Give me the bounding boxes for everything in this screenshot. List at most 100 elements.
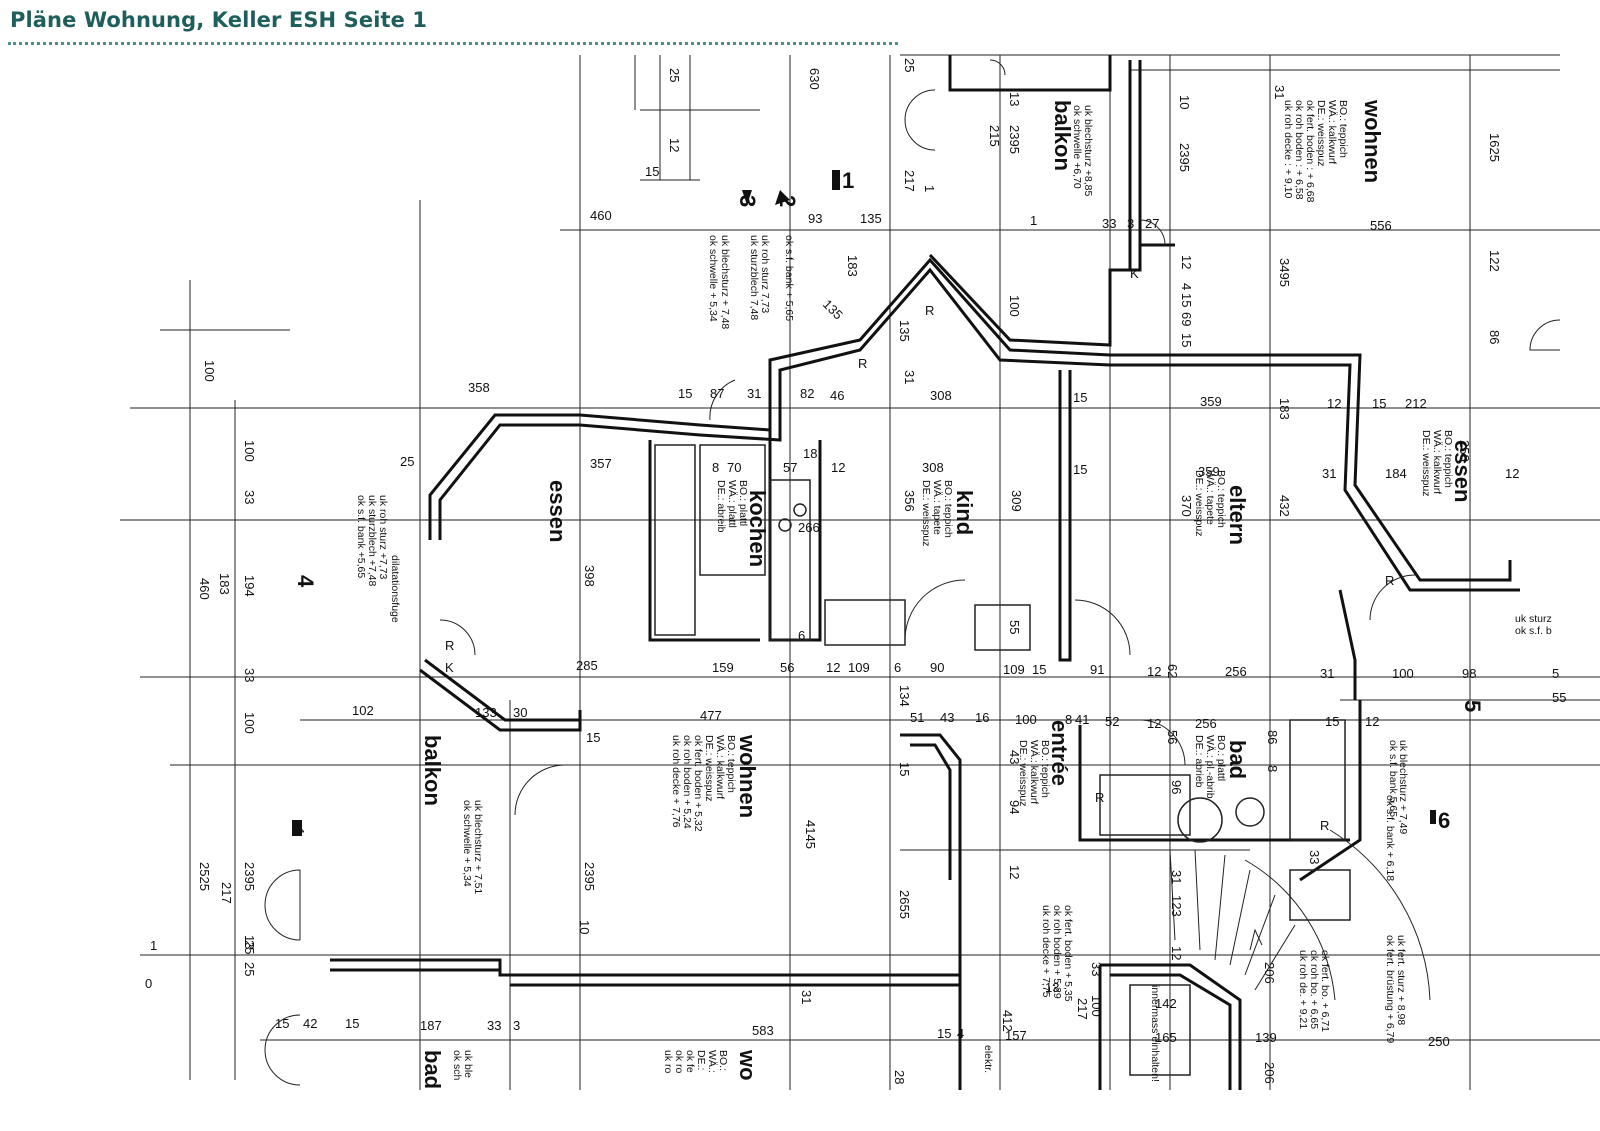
dim-label: 2395 [1007,125,1022,154]
dim-label: 8 [1265,765,1280,772]
section-mark-5: 5 [1460,700,1485,712]
section-mark-4: 4 [293,575,318,588]
dim-label: 285 [576,658,598,673]
dim-label: 134 [897,685,912,707]
room-name-wo-bottom: wo [735,1049,760,1081]
dim-label: 33 [1307,850,1322,864]
dim-label: 86 [1265,730,1280,744]
dim-label: 12 [1179,255,1194,269]
spec-line: BO.: teppich [1215,470,1227,528]
note: uk blechsturz + 7,49 [1397,740,1409,834]
dim-label: 15 [1372,396,1386,411]
spec-line: uk blechsturz + 7,51 [472,800,484,894]
spec-line: ok ro [673,1050,685,1074]
room-name-kind: kind [952,490,977,535]
dim-label: 43 [940,710,954,725]
spec-line: DE.: weisspuz [1193,470,1205,537]
dim-label: 142 [1155,996,1177,1011]
dim-label: 109 [1003,662,1025,677]
dim-label: 432 [1277,495,1292,517]
spec-line: WÄ.: tapete [1204,470,1216,525]
dim-label: 12 [1007,865,1022,879]
section-mark-2: 2 [775,195,800,207]
dim-label: 165 [1155,1030,1177,1045]
spec-line: ok sch [451,1050,463,1081]
note: elektr. [982,1045,994,1073]
dim-label: 8 [712,460,719,475]
dim-label: 5 [1552,666,1559,681]
dim-label: 15 [275,1016,289,1031]
note: uk roh sturz 7,73 [759,235,771,313]
spec-line: ok s.f. bank +5,65 [355,495,367,578]
dim-label: R [1320,818,1329,833]
room-name-wohnen-top: wohnen [1360,99,1385,183]
dim-label: 56 [780,660,794,675]
dim-label: 98 [1462,666,1476,681]
dim-label: 25 [902,58,917,72]
dim-label: 556 [1370,218,1392,233]
note: uk roh de. + 9,21 [1297,950,1309,1029]
dim-label: 31 [799,990,814,1004]
dim-label: 1625 [1487,133,1502,162]
dim-label: 183 [1277,398,1292,420]
dim-label: 62 [1165,664,1180,678]
dim-label: 139 [1255,1030,1277,1045]
spec-line: ok schwelle +6,70 [1071,105,1083,189]
spec-line: uk roh decke : + 9,10 [1282,100,1294,199]
note: ok s.f. bank + 6,18 [1384,795,1396,881]
spec-line: uk roh decke + 7,75 [1040,905,1052,998]
dim-label: 4145 [803,820,818,849]
note: ok s.f. bank + 5,65 [783,235,795,321]
dim-label: 15 [1073,462,1087,477]
dim-label: 25 [400,454,414,469]
dim-label: 41 [1075,712,1089,727]
dim-label: 43 [1007,750,1022,764]
dim-label: 96 [1169,780,1184,794]
dim-label: 206 [1262,1062,1277,1084]
room-labels: balkon wohnen essen kochen kind eltern e… [420,99,1475,1089]
dim-label: 86 [1487,330,1502,344]
note: uk sturz [1515,613,1552,625]
dim-label: 100 [242,712,257,734]
dim-label: 135 [897,320,912,342]
note: ok fert. bo. + 6,71 [1319,950,1331,1032]
spec-line: WÄ.: plattl [726,480,738,528]
note: dilatationsfuge [389,555,401,623]
spec-line: WÄ.: tapete [931,480,943,535]
dim-label: 57 [783,460,797,475]
dim-label: 15 [1073,390,1087,405]
dim-label: 15 [678,386,692,401]
dimension-labels: 25 12 15 630 25 13 2395 215 10 2395 31 1… [145,58,1566,1084]
dim-label: 100 [202,360,217,382]
dim-label: 217 [219,882,234,904]
room-name-bad-bottom: bad [420,1050,445,1089]
dim-label: 100 [242,440,257,462]
dim-label: 10 [577,920,592,934]
page-header: Pläne Wohnung, Keller ESH Seite 1 [0,0,1600,48]
dim-label: 70 [727,460,741,475]
spec-line: DE.: weisspuz [1017,740,1029,807]
spec-line: uk ro [662,1050,674,1074]
dim-label: 157 [1005,1028,1027,1043]
dim-label: 15 [586,730,600,745]
dim-label: 100 [1392,666,1414,681]
spec-line: DE.: [695,1050,707,1070]
dim-label: 13 [242,935,257,949]
spec-line: uk blechsturz +8,85 [1082,105,1094,197]
dim-label: 412 [1000,1010,1015,1032]
spec-line: DE.: weisspuz [703,735,715,802]
dim-label: 2655 [897,890,912,919]
dim-label: 31 [902,370,917,384]
section-mark-labels: 1 2 3 4 5 6 [293,168,1485,833]
dim-label: 308 [922,460,944,475]
dim-label: 4 [957,1026,964,1041]
dim-label: 109 [848,660,870,675]
dim-label: 33 [1102,216,1116,231]
spec-line: DE.: weisspuz [920,480,932,547]
spec-line: uk roh sturz +7,73 [377,495,389,579]
note: ok roh bo. + 6,65 [1308,950,1320,1029]
dim-label: 15 [345,1016,359,1031]
spec-line: ok fe [684,1050,696,1073]
stair [1169,849,1296,991]
section-mark-1: 1 [842,168,854,193]
